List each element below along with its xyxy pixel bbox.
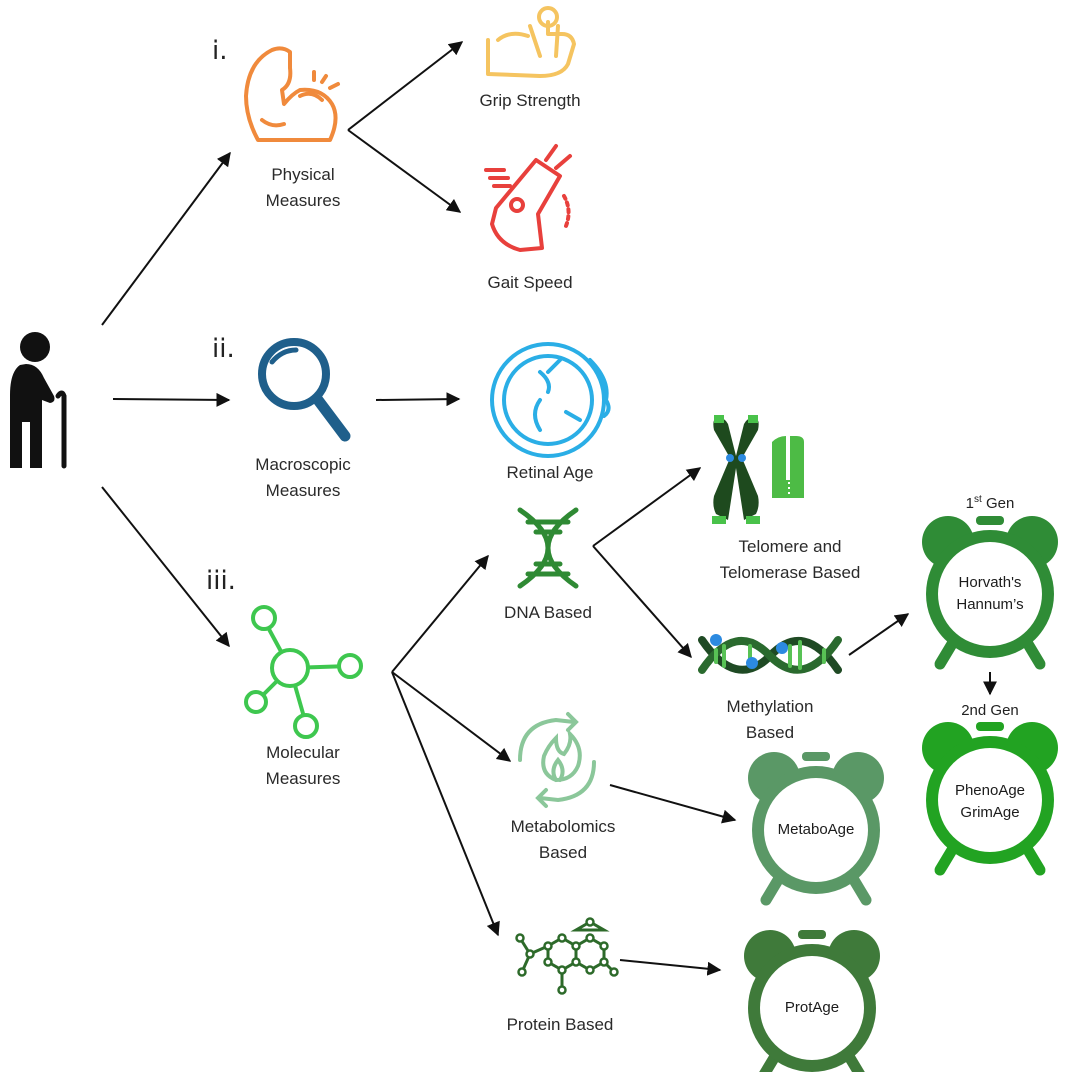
arrow-dna-to-methylation: [592, 545, 692, 659]
label-line: Measures: [265, 191, 341, 210]
arrow-person-to-physical: [101, 151, 231, 326]
macroscopic-measures-label: Macroscopic Measures: [223, 452, 383, 504]
clock-name: Horvath's: [958, 574, 1022, 591]
telomere-label: Telomere and Telomerase Based: [680, 534, 900, 586]
label-line: Physical: [271, 165, 335, 184]
arrow-physical-to-grip: [347, 41, 464, 131]
protage-clock-label: ProtAge: [784, 999, 840, 1016]
arrow-dna-to-telomere: [592, 467, 702, 547]
flexed-arm-icon: [244, 46, 340, 142]
magnifying-glass-icon: [258, 338, 351, 442]
arrow-protein-to-protage: [619, 959, 722, 976]
gen2-clock-label: PhenoAge GrimAge: [930, 780, 1050, 824]
physical-measures-label: Physical Measures: [233, 162, 373, 214]
arrow-macroscopic-to-retinal: [375, 392, 461, 407]
gen-ordinal: st: [974, 494, 982, 505]
arrow-methylation-to-gen1: [848, 613, 910, 656]
gen-number: 1: [965, 495, 975, 512]
clock-name: GrimAge: [960, 804, 1020, 821]
arrow-physical-to-gait: [347, 129, 462, 213]
metabolomics-label: Metabolomics Based: [478, 814, 648, 866]
label-line: Measures: [265, 769, 341, 788]
protein-structure-icon: [515, 917, 619, 995]
metabolism-cycle-icon: [518, 712, 596, 808]
retinal-age-label: Retinal Age: [506, 463, 594, 482]
dna-based-label: DNA Based: [504, 603, 592, 622]
methylation-label: Methylation Based: [685, 694, 855, 746]
arrow-molecular-to-dna: [391, 554, 489, 673]
arrow-molecular-to-protein: [391, 671, 500, 937]
clock-name: PhenoAge: [954, 782, 1026, 799]
metaboage-clock-label: MetaboAge: [777, 821, 855, 838]
label-line: Measures: [265, 481, 341, 500]
arrow-person-to-macroscopic: [112, 392, 231, 407]
arrow-metabolomics-to-metaboage: [609, 784, 737, 824]
arrow-person-to-molecular: [101, 486, 230, 648]
gait-speed-label: Gait Speed: [487, 273, 573, 292]
label-line: Based: [538, 843, 588, 862]
label-line: Metabolomics: [510, 817, 616, 836]
arrows: [101, 41, 997, 976]
section-label-iii: iii.: [206, 566, 236, 596]
label-line: Molecular: [266, 743, 340, 762]
label-line: Methylation: [726, 697, 814, 716]
eyeball-icon: [490, 342, 611, 458]
first-gen-label: 1st Gen: [930, 494, 1050, 512]
molecule-icon: [244, 605, 363, 739]
dna-helix-icon: [517, 507, 579, 589]
label-line: Telomerase Based: [719, 563, 861, 582]
section-label-i: i.: [212, 36, 228, 66]
label-line: Macroscopic: [255, 455, 351, 474]
molecular-measures-label: Molecular Measures: [233, 740, 373, 792]
label-line: Based: [745, 723, 795, 742]
running-shoe-icon: [484, 144, 572, 252]
elderly-person-icon: [10, 332, 67, 469]
second-gen-label: 2nd Gen: [961, 702, 1019, 719]
gen1-clock-label: Horvath's Hannum’s: [930, 572, 1050, 616]
gen-word: Gen: [981, 495, 1015, 512]
section-label-ii: ii.: [212, 334, 235, 364]
chromosome-icon: [712, 415, 804, 524]
protein-based-label: Protein Based: [506, 1015, 614, 1034]
hand-grip-icon: [486, 6, 576, 78]
label-line: Telomere and: [738, 537, 842, 556]
arrow-molecular-to-metabolomics: [391, 671, 512, 762]
methylated-dna-icon: [698, 634, 842, 674]
clock-name: Hannum’s: [956, 596, 1024, 613]
grip-strength-label: Grip Strength: [479, 91, 581, 110]
